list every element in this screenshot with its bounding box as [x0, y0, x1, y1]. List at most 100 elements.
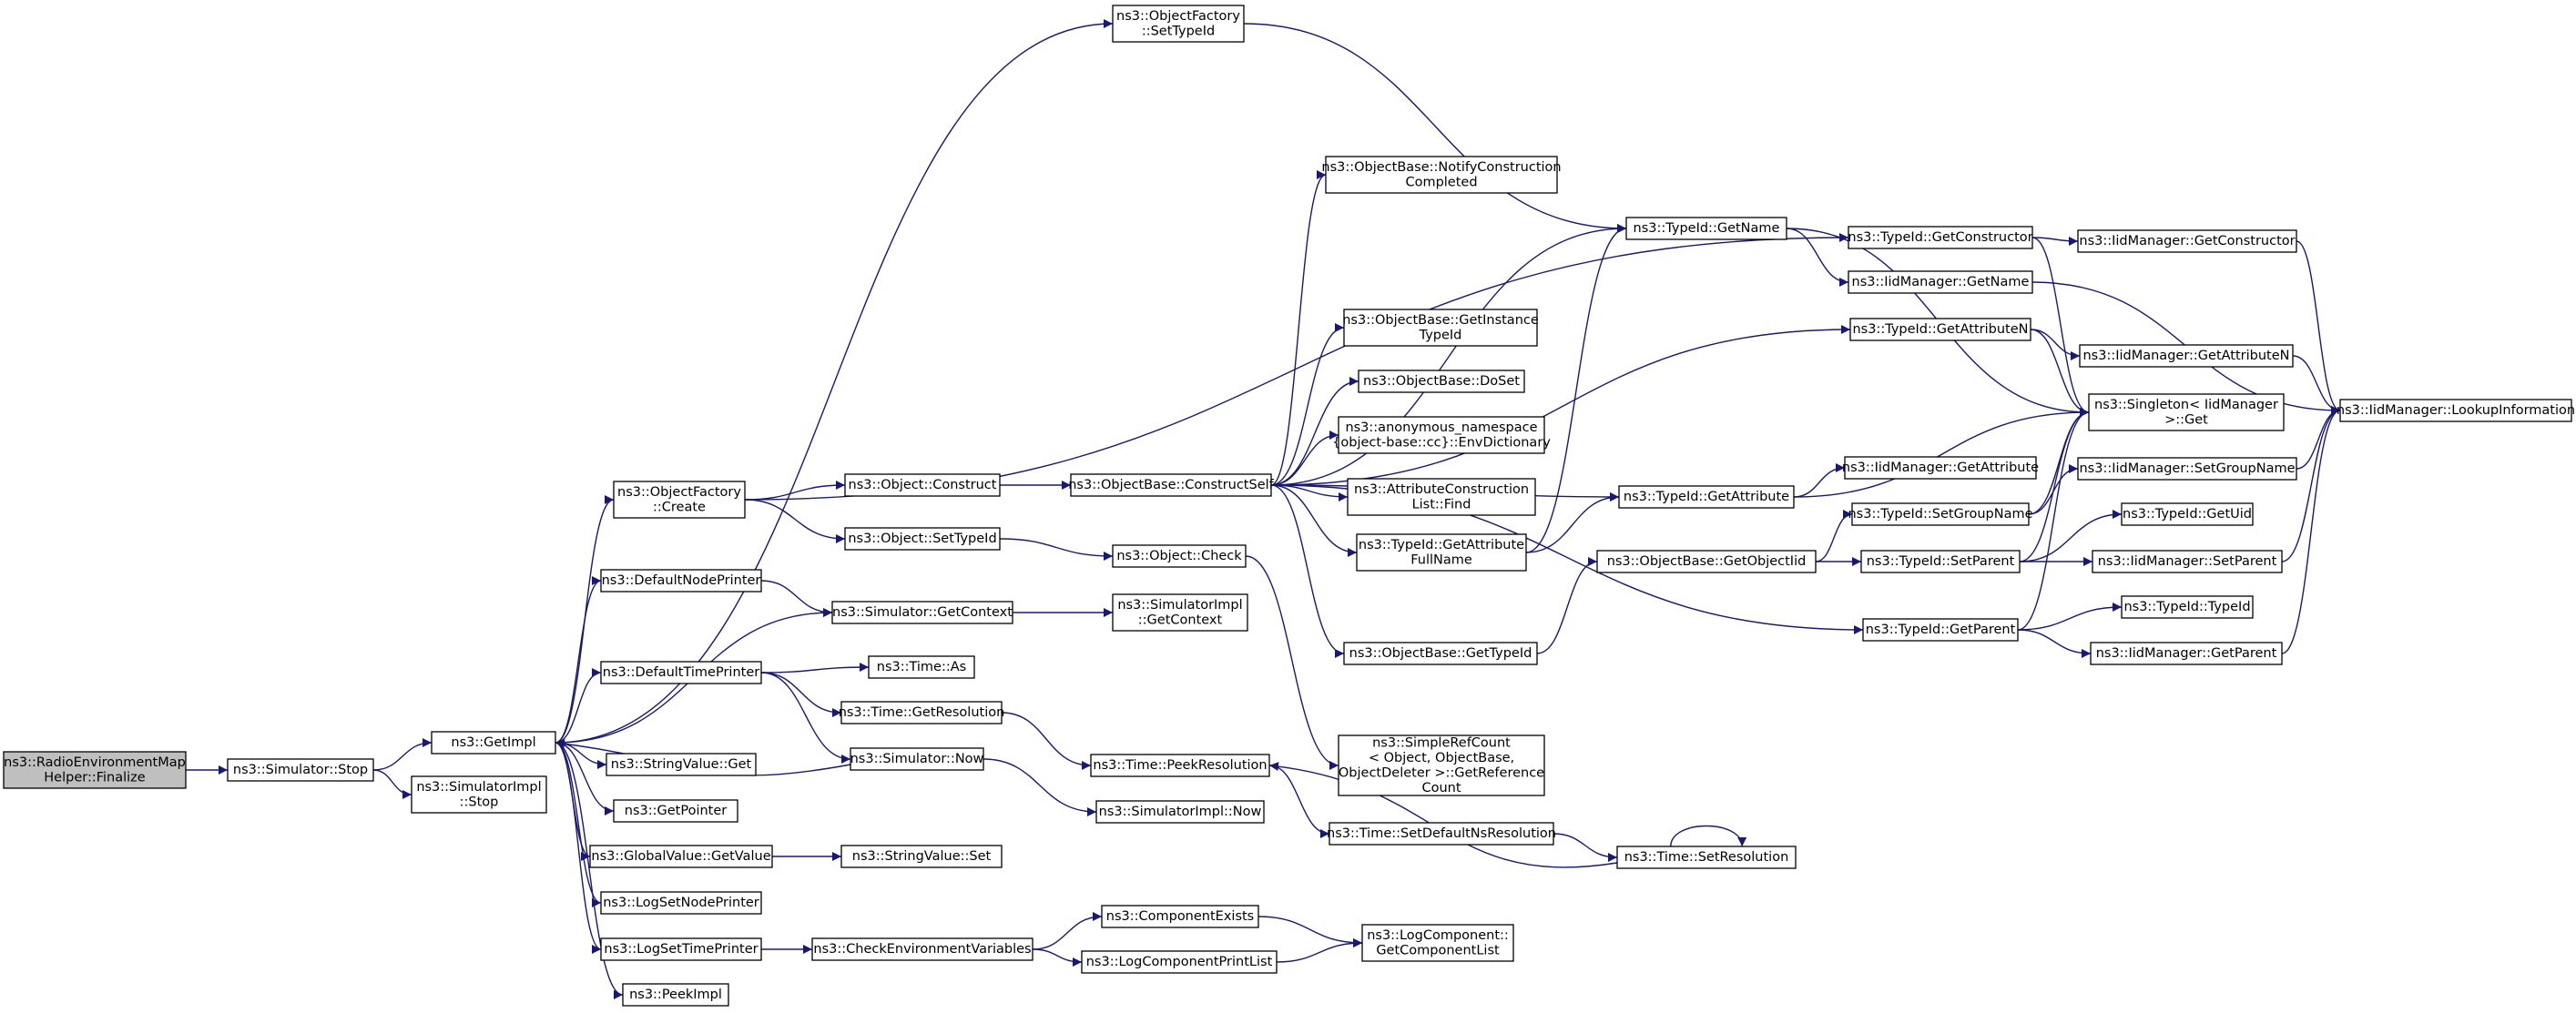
node-getimpl[interactable]: ns3::GetImpl: [431, 731, 556, 755]
node-object_check[interactable]: ns3::Object::Check: [1112, 544, 1247, 568]
edge-objectbase_constructself-to-typeid_getname: [1270, 224, 1627, 486]
node-box: [1361, 924, 1514, 962]
node-checkenvironmentvariables[interactable]: ns3::CheckEnvironmentVariables: [811, 937, 1033, 961]
node-defaulttimeprinter[interactable]: ns3::DefaultTimePrinter: [600, 661, 762, 684]
edge-defaulttimeprinter-to-simulator_now: [760, 672, 851, 764]
node-getobjectiid[interactable]: ns3::ObjectBase::GetObjectIid: [1596, 550, 1817, 573]
node-stringvalue_get[interactable]: ns3::StringValue::Get: [606, 753, 757, 776]
node-typeid_getconstructor[interactable]: ns3::TypeId::GetConstructor: [1848, 226, 2033, 249]
node-iidmanager_getparent[interactable]: ns3::IidManager::GetParent: [2090, 642, 2283, 665]
edge-time_setdefaultnsresolution-to-time_setresolution: [1553, 833, 1618, 862]
edge-objectfactory_create-to-typeid_getconstructor: [744, 233, 1849, 501]
node-label: FullName: [1410, 552, 1472, 567]
node-doset[interactable]: ns3::ObjectBase::DoSet: [1358, 370, 1525, 393]
node-simulator_stop[interactable]: ns3::Simulator::Stop: [227, 758, 374, 782]
edge-getimpl-to-logsettimeprinter: [555, 742, 602, 954]
node-getpointer[interactable]: ns3::GetPointer: [613, 799, 738, 823]
node-typeid_getattributen[interactable]: ns3::TypeId::GetAttributeN: [1849, 318, 2031, 341]
node-typeid_getparent[interactable]: ns3::TypeId::GetParent: [1862, 618, 2019, 642]
node-objectfactory_settypeid[interactable]: ns3::ObjectFactory::SetTypeId: [1112, 5, 1245, 43]
edge-getimpl-to-logsetnodeprinter: [555, 742, 602, 907]
node-label: ns3::Object::Construct: [849, 478, 997, 492]
edge-objectbase_gettypeid-to-getobjectiid: [1536, 557, 1598, 654]
node-envdictionary[interactable]: ns3::anonymous_namespace{object-base::cc…: [1332, 416, 1551, 454]
node-objectfactory_create[interactable]: ns3::ObjectFactory::Create: [613, 481, 746, 519]
node-logsettimeprinter[interactable]: ns3::LogSetTimePrinter: [600, 937, 762, 961]
node-label: ns3::SimpleRefCount: [1372, 735, 1511, 750]
node-globalvalue_getvalue[interactable]: ns3::GlobalValue::GetValue: [589, 845, 773, 868]
node-label: ns3::IidManager::LookupInformation: [2337, 403, 2575, 418]
node-box: [2090, 642, 2283, 665]
node-label: ns3::DefaultTimePrinter: [603, 665, 759, 680]
node-iidmanager_getattributen[interactable]: ns3::IidManager::GetAttributeN: [2079, 344, 2294, 368]
node-time_setresolution[interactable]: ns3::Time::SetResolution: [1616, 846, 1797, 869]
node-label: ns3::TypeId::GetAttributeN: [1852, 322, 2028, 337]
node-box: [1848, 270, 2033, 294]
node-box: [2077, 457, 2297, 481]
node-object_construct[interactable]: ns3::Object::Construct: [844, 473, 1001, 497]
node-objectbase_constructself[interactable]: ns3::ObjectBase::ConstructSelf: [1068, 473, 1275, 497]
edge-typeid_getattributen-to-singleton_get: [2030, 329, 2090, 417]
node-typeid_typeid[interactable]: ns3::TypeId::TypeId: [2121, 595, 2254, 619]
node-logcomponentprintlist[interactable]: ns3::LogComponentPrintList: [1081, 950, 1278, 974]
node-singleton_get[interactable]: ns3::Singleton< IidManager>::Get: [2088, 393, 2285, 431]
node-box: [1596, 550, 1817, 573]
node-logsetnodeprinter[interactable]: ns3::LogSetNodePrinter: [600, 891, 762, 915]
node-iidmanager_setparent[interactable]: ns3::IidManager::SetParent: [2092, 550, 2283, 573]
node-simplerefcount[interactable]: ns3::SimpleRefCount< Object, ObjectBase,…: [1338, 734, 1545, 796]
node-label: ns3::RadioEnvironmentMap: [4, 755, 186, 770]
node-typeid_getattribute[interactable]: ns3::TypeId::GetAttribute: [1618, 485, 1795, 509]
node-stringvalue_set[interactable]: ns3::StringValue::Set: [840, 845, 1003, 868]
node-simulator_getcontext[interactable]: ns3::Simulator::GetContext: [831, 601, 1013, 624]
edge-defaulttimeprinter-to-time_getresolution: [760, 672, 842, 717]
node-typeid_getuid[interactable]: ns3::TypeId::GetUid: [2121, 502, 2254, 526]
node-box: [1844, 456, 2037, 480]
node-simulatorimpl_getcontext[interactable]: ns3::SimulatorImpl::GetContext: [1112, 593, 1248, 632]
edge-getimpl-to-objectfactory_settypeid: [555, 19, 1114, 744]
node-typeid_setgroupname[interactable]: ns3::TypeId::SetGroupName: [1848, 502, 2033, 526]
edge-iidmanager_setparent-to-iidmanager_lookupinformation: [2281, 406, 2341, 562]
node-time_setdefaultnsresolution[interactable]: ns3::Time::SetDefaultNsResolution: [1327, 822, 1556, 846]
edge-typeid_getconstructor-to-iidmanager_getconstructor: [2031, 236, 2079, 246]
node-label: ns3::LogComponent::: [1367, 928, 1509, 943]
node-time_as[interactable]: ns3::Time::As: [868, 655, 975, 679]
node-box: [1616, 846, 1797, 869]
node-iidmanager_getattribute[interactable]: ns3::IidManager::GetAttribute: [1842, 456, 2039, 480]
edge-object_check-to-simplerefcount: [1245, 555, 1339, 770]
node-typeid_setparent[interactable]: ns3::TypeId::SetParent: [1860, 550, 2021, 573]
node-peekimpl[interactable]: ns3::PeekImpl: [622, 983, 729, 1007]
node-box: [2077, 229, 2297, 253]
node-iidmanager_getconstructor[interactable]: ns3::IidManager::GetConstructor: [2077, 229, 2297, 253]
edge-object_settypeid-to-object_check: [999, 538, 1114, 561]
node-simulatorimpl_stop[interactable]: ns3::SimulatorImpl::Stop: [411, 775, 547, 814]
node-box: [850, 747, 984, 771]
node-iidmanager_setgroupname[interactable]: ns3::IidManager::SetGroupName: [2077, 457, 2297, 481]
node-logcomponent_getcomponentlist[interactable]: ns3::LogComponent::GetComponentList: [1361, 924, 1514, 962]
node-defaultnodeprinter[interactable]: ns3::DefaultNodePrinter: [600, 569, 762, 593]
node-box: [840, 845, 1003, 868]
node-objectbase_gettypeid[interactable]: ns3::ObjectBase::GetTypeId: [1343, 642, 1538, 665]
node-box: [613, 799, 738, 823]
node-iidmanager_lookupinformation[interactable]: ns3::IidManager::LookupInformation: [2337, 399, 2575, 422]
edge-componentexists-to-logcomponent_getcomponentlist: [1257, 916, 1363, 947]
node-componentexists[interactable]: ns3::ComponentExists: [1101, 905, 1259, 928]
node-time_getresolution[interactable]: ns3::Time::GetResolution: [839, 701, 1005, 724]
node-box: [1851, 502, 2030, 526]
node-label: ns3::SimulatorImpl::Now: [1099, 805, 1262, 819]
node-simulatorimpl_now[interactable]: ns3::SimulatorImpl::Now: [1095, 800, 1265, 824]
node-object_settypeid[interactable]: ns3::Object::SetTypeId: [844, 527, 1001, 551]
node-notifyconstructioncompleted[interactable]: ns3::ObjectBase::NotifyConstructionCompl…: [1321, 156, 1562, 194]
node-box: [1090, 754, 1270, 777]
edge-typeid_getattribute-to-iidmanager_getattribute: [1793, 463, 1846, 498]
node-label: ns3::CheckEnvironmentVariables: [813, 942, 1031, 957]
node-simulator_now[interactable]: ns3::Simulator::Now: [850, 747, 984, 771]
node-typeid_getname[interactable]: ns3::TypeId::GetName: [1625, 217, 1787, 240]
node-label: ns3::anonymous_namespace: [1345, 420, 1537, 435]
node-time_peekresolution[interactable]: ns3::Time::PeekResolution: [1090, 754, 1270, 777]
node-iidmanager_getname[interactable]: ns3::IidManager::GetName: [1848, 270, 2033, 294]
node-label: Helper::Finalize: [44, 770, 146, 785]
